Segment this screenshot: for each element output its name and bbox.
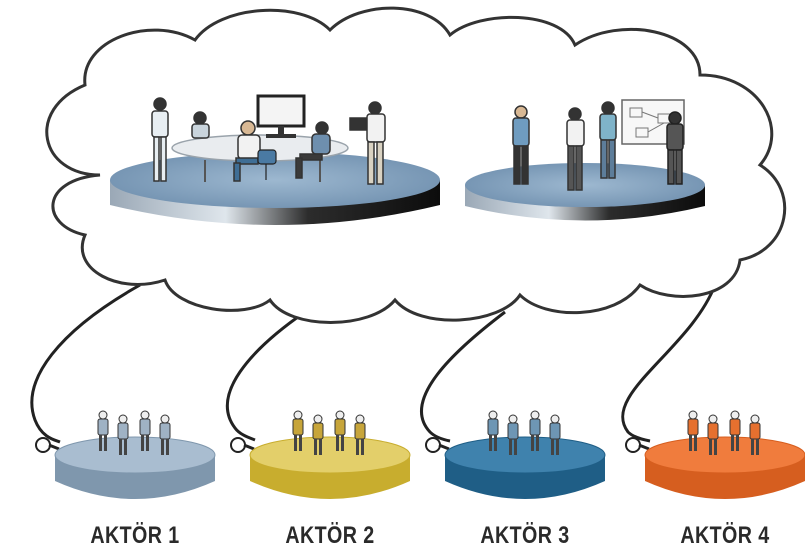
plug-icon [230, 437, 246, 453]
monitor-icon [256, 94, 306, 138]
connector-wire-1 [30, 283, 141, 444]
actor-figure [334, 410, 346, 451]
platform-top [444, 436, 606, 474]
person-white-shirt [566, 107, 585, 191]
actor-figure [729, 410, 741, 451]
actor-figure [487, 410, 499, 451]
plug-icon [35, 437, 51, 453]
actor-figure [507, 414, 519, 455]
plug-icon [425, 437, 441, 453]
person-seated-right [295, 121, 331, 179]
actor-platform-2 [230, 410, 411, 499]
actor-figure [139, 410, 151, 451]
actor-figure [687, 410, 699, 451]
actor-platforms [35, 410, 805, 499]
whiteboard-platform [465, 99, 705, 221]
connector-wire-4 [621, 284, 717, 443]
actor-label-1: AKTÖR 1 [90, 522, 180, 549]
actor-label-3: AKTÖR 3 [480, 522, 570, 549]
actor-label-4: AKTÖR 4 [680, 522, 770, 549]
actor-figure [549, 414, 561, 455]
person-teal-shirt [599, 101, 617, 179]
actor-figure [529, 410, 541, 451]
plug-stem [48, 443, 60, 451]
actor-figure [117, 414, 129, 455]
plug-stem [638, 443, 650, 451]
person-dark-jacket [666, 111, 684, 185]
actor-figure [354, 414, 366, 455]
connector-lines [30, 283, 717, 444]
shared-cloud [45, 6, 787, 324]
tablet-icon [349, 117, 367, 131]
actor-figure [749, 414, 761, 455]
platform-top [644, 436, 805, 474]
plug-stem [243, 443, 255, 451]
plug-icon [625, 437, 641, 453]
actor-figure [312, 414, 324, 455]
actor-platform-1 [35, 410, 216, 499]
actor-figure [707, 414, 719, 455]
actor-platform-4 [625, 410, 805, 499]
platform-top [249, 436, 411, 474]
actor-label-2: AKTÖR 2 [285, 522, 375, 549]
actor-figure [159, 414, 171, 455]
person-sitting-back [191, 111, 210, 139]
actor-platform-3 [425, 410, 606, 499]
person-blue-shirt [512, 105, 530, 185]
person-with-tablet [349, 101, 386, 185]
actor-figure [292, 410, 304, 451]
connector-wire-3 [420, 310, 506, 443]
chair [257, 149, 277, 180]
actor-figure [97, 410, 109, 451]
person-standing-left [151, 97, 169, 182]
connector-wire-2 [225, 310, 306, 442]
platform-top [54, 436, 216, 474]
plug-stem [438, 443, 450, 451]
person-seated-center [233, 120, 261, 182]
meeting-platform [110, 94, 440, 225]
